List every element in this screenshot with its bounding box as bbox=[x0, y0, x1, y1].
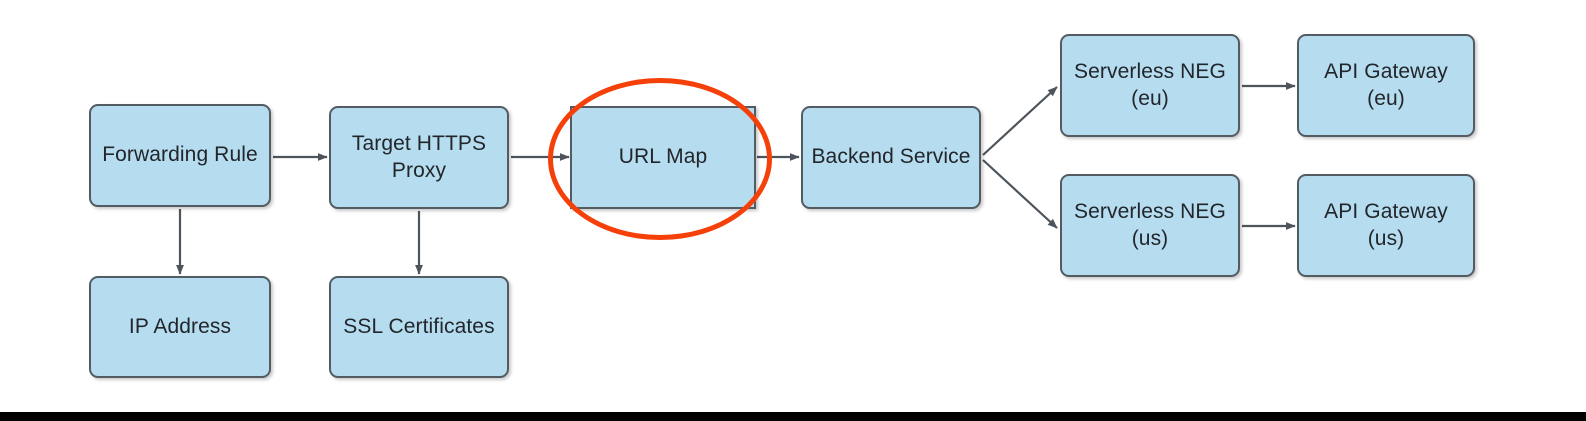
node-ip-address-label: IP Address bbox=[128, 314, 232, 338]
node-ip-address[interactable]: IP Address bbox=[89, 276, 271, 378]
node-target-https-proxy-label: Target HTTPS Proxy bbox=[351, 131, 487, 182]
node-ssl-certificates[interactable]: SSL Certificates bbox=[329, 276, 509, 378]
node-serverless-neg-us-label: Serverless NEG (us) bbox=[1074, 199, 1226, 250]
bottom-divider-bar bbox=[0, 412, 1586, 421]
node-api-gateway-us-label: API Gateway (us) bbox=[1324, 199, 1448, 250]
node-url-map-label: URL Map bbox=[618, 145, 708, 169]
node-ssl-certificates-label: SSL Certificates bbox=[343, 314, 495, 338]
node-url-map[interactable]: URL Map bbox=[570, 106, 756, 209]
node-backend-service-label: Backend Service bbox=[811, 145, 971, 169]
node-api-gateway-us[interactable]: API Gateway (us) bbox=[1297, 174, 1475, 277]
node-api-gateway-eu[interactable]: API Gateway (eu) bbox=[1297, 34, 1475, 137]
edge-backend-service-to-serverless-neg-eu bbox=[982, 86, 1058, 156]
node-api-gateway-eu-label: API Gateway (eu) bbox=[1324, 59, 1448, 110]
node-target-https-proxy[interactable]: Target HTTPS Proxy bbox=[329, 106, 509, 209]
edge-backend-service-to-serverless-neg-us bbox=[982, 159, 1058, 229]
node-serverless-neg-eu[interactable]: Serverless NEG (eu) bbox=[1060, 34, 1240, 137]
node-backend-service[interactable]: Backend Service bbox=[801, 106, 981, 209]
node-serverless-neg-us[interactable]: Serverless NEG (us) bbox=[1060, 174, 1240, 277]
node-forwarding-rule-label: Forwarding Rule bbox=[102, 143, 258, 167]
node-serverless-neg-eu-label: Serverless NEG (eu) bbox=[1074, 59, 1226, 110]
node-forwarding-rule[interactable]: Forwarding Rule bbox=[89, 104, 271, 207]
